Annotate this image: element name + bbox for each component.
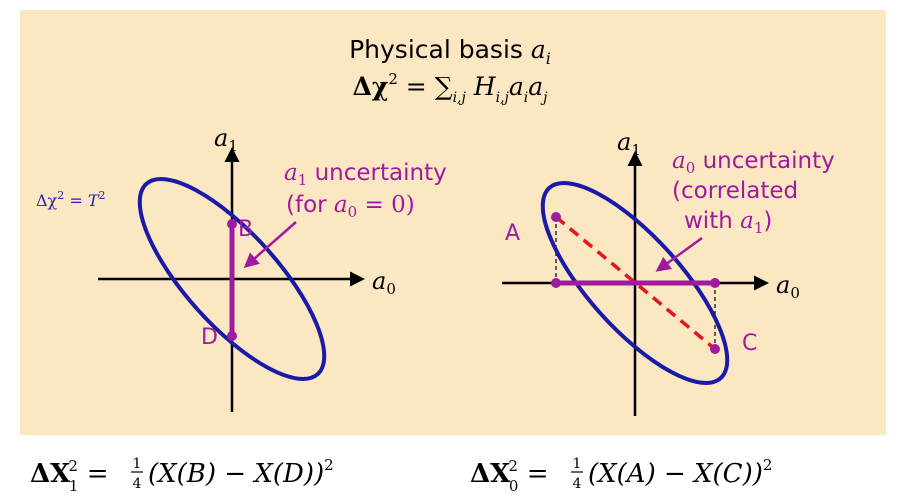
- svg-text:(X(A) − X(C))2: (X(A) − X(C))2: [588, 456, 772, 489]
- point-a: [551, 212, 561, 222]
- diagram-panel: [20, 10, 886, 435]
- right-annotation-line2: (correlated: [672, 178, 798, 204]
- point-d: [227, 331, 237, 341]
- left-y-axis-label: a1: [214, 124, 238, 155]
- svg-text:(X(B) − X(D))2: (X(B) − X(D))2: [148, 456, 334, 489]
- right-annotation-line3: with a1): [684, 208, 772, 237]
- right-y-axis-label: a1: [617, 128, 641, 159]
- left-annotation-arrow: [243, 221, 297, 268]
- left-x-axis-label: a0: [372, 267, 396, 298]
- right-annotation-arrow: [655, 236, 703, 272]
- header-title: Physical basis ai: [349, 35, 551, 68]
- projection-c: [710, 278, 720, 288]
- point-b: [227, 219, 237, 229]
- projection-a: [551, 278, 561, 288]
- header-equation: Δχ2 = ∑i,j Hi,jaiaj: [352, 70, 548, 106]
- point-c: [710, 344, 720, 354]
- left-plot: a1 a0 Δχ2 = T2 a1 uncertainty (for a0 = …: [36, 124, 447, 412]
- svg-text:4: 4: [573, 476, 582, 492]
- right-plot: a1 a0 a0 uncertainty (correlated with a1…: [502, 128, 835, 416]
- svg-text:1: 1: [573, 456, 582, 472]
- point-c-label: C: [742, 331, 757, 356]
- svg-text:4: 4: [133, 476, 142, 492]
- right-annotation-line1: a0 uncertainty: [672, 148, 835, 177]
- contour-label: Δχ2 = T2: [36, 189, 106, 210]
- left-annotation-line1: a1 uncertainty: [284, 160, 447, 189]
- point-d-label: D: [201, 325, 218, 350]
- right-confidence-ellipse: [540, 181, 730, 385]
- major-axis-dashed: [554, 215, 717, 351]
- right-x-axis-label: a0: [776, 271, 800, 302]
- point-b-label: B: [238, 217, 253, 242]
- svg-text:1: 1: [133, 456, 142, 472]
- left-annotation-line2: (for a0 = 0): [286, 192, 415, 221]
- point-a-label: A: [505, 221, 520, 246]
